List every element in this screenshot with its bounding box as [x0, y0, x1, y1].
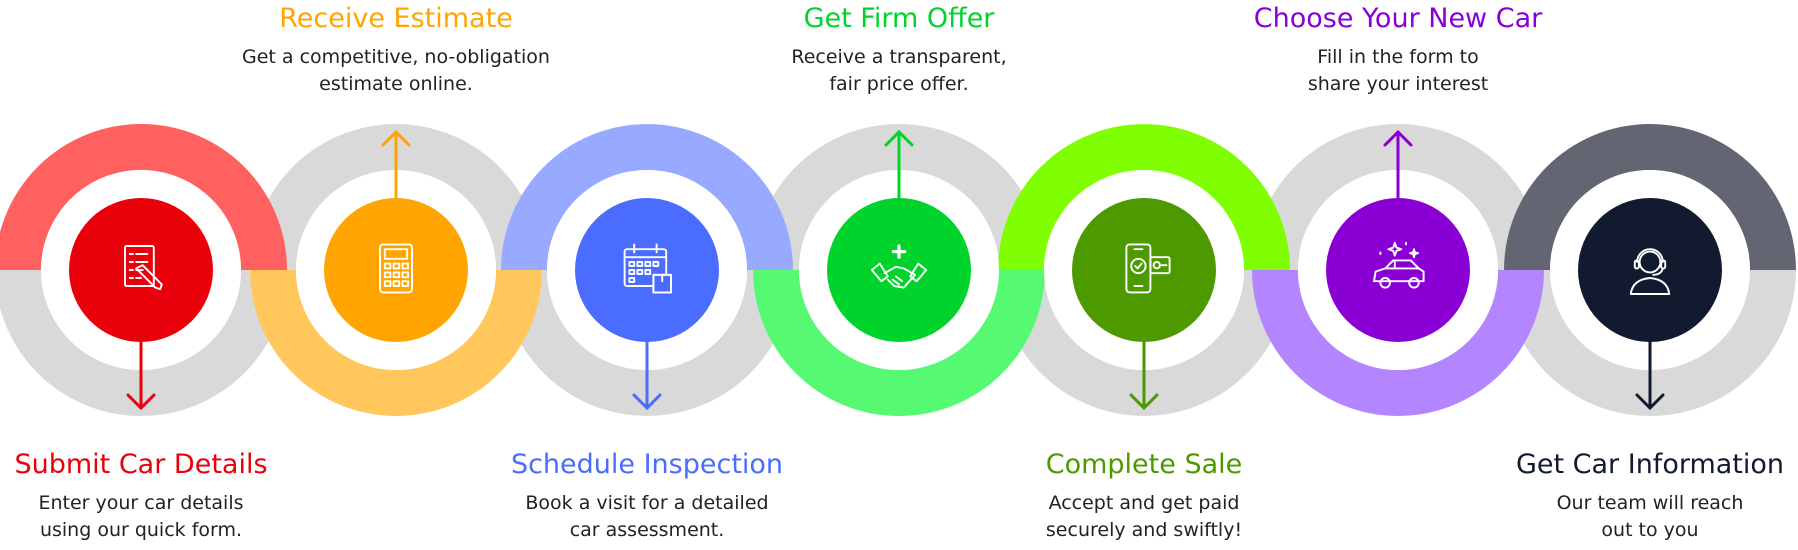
- step-title: Receive Estimate: [279, 3, 513, 34]
- step-title: Schedule Inspection: [510, 449, 784, 480]
- arrow-up-icon-6: [1383, 129, 1413, 147]
- step-circle-6: [1326, 198, 1470, 342]
- step-description: Receive a transparent, fair price offer.: [791, 46, 1007, 95]
- ring-gray-half-5: [998, 270, 1290, 416]
- step-description: Our team will reach out to you: [1556, 492, 1744, 541]
- step-title: Get Car Information: [1515, 449, 1785, 480]
- ring-color-half-2: [250, 270, 542, 416]
- sparkling-car-icon: [1373, 241, 1425, 289]
- step-description: Get a competitive, no-obligation estimat…: [242, 46, 550, 95]
- step-title: Submit Car Details: [14, 449, 268, 480]
- support-agent-icon: [1629, 248, 1671, 295]
- document-pencil-icon: [124, 245, 163, 291]
- arrow-down-icon-7: [1635, 393, 1665, 411]
- ring-color-half-6: [1252, 270, 1544, 416]
- arrow-down-icon-3: [632, 393, 662, 411]
- step-circle-7: [1578, 198, 1722, 342]
- ring-color-half-7: [1504, 124, 1796, 270]
- ring-gray-half-3: [501, 270, 793, 416]
- step-circle-4: [827, 198, 971, 342]
- calendar-box-icon: [623, 243, 672, 294]
- ring-color-half-5: [998, 124, 1290, 270]
- ring-color-half-1: [0, 124, 287, 270]
- step-circle-2: [324, 198, 468, 342]
- step-title: Choose Your New Car: [1253, 3, 1543, 34]
- ring-color-half-4: [753, 270, 1045, 416]
- step-description: Enter your car details using our quick f…: [38, 492, 244, 541]
- arrow-up-icon-4: [884, 129, 914, 147]
- handshake-icon: [870, 244, 928, 289]
- phone-payment-icon: [1125, 243, 1171, 294]
- arrow-up-icon-2: [381, 129, 411, 147]
- step-description: Fill in the form to share your interest: [1307, 46, 1489, 95]
- ring-color-half-3: [501, 124, 793, 270]
- step-title: Get Firm Offer: [803, 3, 995, 34]
- step-description: Book a visit for a detailed car assessme…: [525, 492, 769, 541]
- ring-gray-half-7: [1504, 270, 1796, 416]
- arrow-down-icon-1: [126, 393, 156, 411]
- step-title: Complete Sale: [1045, 449, 1243, 480]
- step-description: Accept and get paid securely and swiftly…: [1045, 492, 1243, 541]
- ring-gray-half-6: [1252, 124, 1544, 270]
- calculator-icon: [379, 243, 413, 294]
- ring-gray-half-1: [0, 270, 287, 416]
- ring-gray-half-2: [250, 124, 542, 270]
- ring-gray-half-4: [753, 124, 1045, 270]
- arrow-down-icon-5: [1129, 393, 1159, 411]
